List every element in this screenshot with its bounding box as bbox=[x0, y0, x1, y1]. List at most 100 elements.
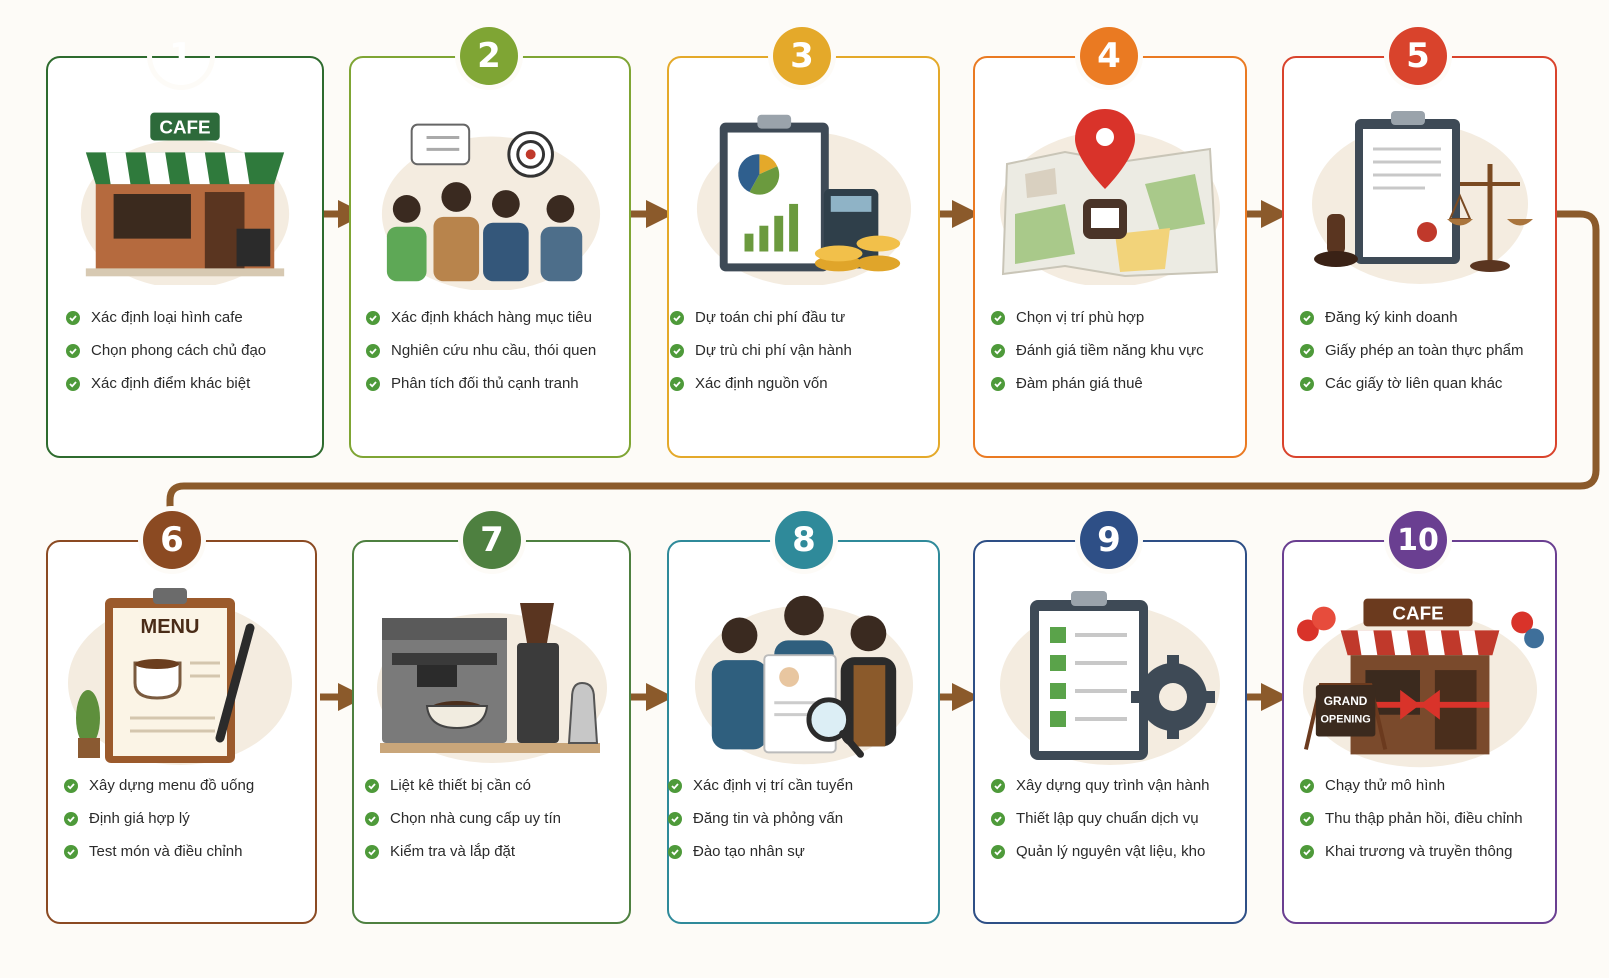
banner-line2-text: OPENING bbox=[1320, 714, 1370, 726]
menu-sign-text: MENU bbox=[141, 616, 200, 638]
list-item-text: Các giấy tờ liên quan khác bbox=[1325, 375, 1503, 392]
check-icon bbox=[670, 310, 684, 325]
list-item: Xây dựng menu đồ uống bbox=[64, 769, 254, 802]
menu-board-icon: MENU bbox=[60, 578, 300, 768]
legal-documents-icon bbox=[1305, 103, 1535, 285]
check-icon bbox=[66, 343, 80, 358]
step-2-items: Xác định khách hàng mục tiêu Nghiên cứu … bbox=[366, 301, 596, 400]
cafe-storefront-icon: CAFE bbox=[66, 103, 304, 285]
coffee-equipment-icon bbox=[370, 588, 614, 763]
check-icon bbox=[1300, 811, 1314, 826]
list-item: Xác định điểm khác biệt bbox=[66, 367, 266, 400]
list-item-text: Dự trù chi phí vận hành bbox=[695, 342, 852, 359]
list-item: Quản lý nguyên vật liệu, kho bbox=[991, 835, 1210, 868]
list-item-text: Thiết lập quy chuẩn dịch vụ bbox=[1016, 810, 1199, 827]
list-item-text: Xác định khách hàng mục tiêu bbox=[391, 309, 592, 326]
list-item: Chọn phong cách chủ đạo bbox=[66, 334, 266, 367]
budget-clipboard-icon bbox=[690, 103, 918, 285]
list-item: Đăng tin và phỏng vấn bbox=[668, 802, 853, 835]
step-5-items: Đăng ký kinh doanh Giấy phép an toàn thự… bbox=[1300, 301, 1524, 400]
list-item-text: Khai trương và truyền thông bbox=[1325, 843, 1513, 860]
list-item: Dự toán chi phí đầu tư bbox=[670, 301, 852, 334]
list-item-text: Liệt kê thiết bị cần có bbox=[390, 777, 531, 794]
list-item: Thiết lập quy chuẩn dịch vụ bbox=[991, 802, 1210, 835]
list-item-text: Quản lý nguyên vật liệu, kho bbox=[1016, 843, 1206, 860]
list-item: Khai trương và truyền thông bbox=[1300, 835, 1523, 868]
cafe-sign-text: CAFE bbox=[159, 117, 210, 138]
check-icon bbox=[668, 811, 682, 826]
step-8-items: Xác định vị trí cần tuyển Đăng tin và ph… bbox=[668, 769, 853, 868]
list-item-text: Nghiên cứu nhu cầu, thói quen bbox=[391, 342, 597, 359]
location-map-icon bbox=[995, 103, 1225, 285]
step-4-badge: 4 bbox=[1080, 27, 1138, 85]
check-icon bbox=[366, 310, 380, 325]
check-icon bbox=[991, 778, 1005, 793]
list-item: Thu thập phản hồi, điều chỉnh bbox=[1300, 802, 1523, 835]
list-item: Đào tạo nhân sự bbox=[668, 835, 853, 868]
operations-checklist-icon bbox=[995, 585, 1225, 770]
check-icon bbox=[991, 811, 1005, 826]
list-item-text: Đăng tin và phỏng vấn bbox=[693, 810, 844, 827]
list-item: Xác định nguồn vốn bbox=[670, 367, 852, 400]
check-icon bbox=[1300, 778, 1314, 793]
list-item-text: Xác định điểm khác biệt bbox=[91, 375, 251, 392]
banner-line1-text: GRAND bbox=[1324, 694, 1368, 708]
check-icon bbox=[365, 844, 379, 859]
step-8-badge: 8 bbox=[775, 511, 833, 569]
check-icon bbox=[66, 376, 80, 391]
list-item: Nghiên cứu nhu cầu, thói quen bbox=[366, 334, 596, 367]
list-item-text: Kiểm tra và lắp đặt bbox=[390, 843, 516, 860]
step-10-badge: 10 bbox=[1389, 511, 1447, 569]
step-7-items: Liệt kê thiết bị cần có Chọn nhà cung cấ… bbox=[365, 769, 561, 868]
recruitment-icon bbox=[690, 585, 918, 770]
check-icon bbox=[64, 844, 78, 859]
check-icon bbox=[66, 310, 80, 325]
check-icon bbox=[670, 343, 684, 358]
check-icon bbox=[365, 811, 379, 826]
step-2-badge: 2 bbox=[460, 27, 518, 85]
step-9-items: Xây dựng quy trình vận hành Thiết lập qu… bbox=[991, 769, 1210, 868]
check-icon bbox=[365, 778, 379, 793]
step-10-items: Chạy thử mô hình Thu thập phản hồi, điều… bbox=[1300, 769, 1523, 868]
row-connector-5-6 bbox=[166, 210, 1600, 516]
check-icon bbox=[991, 376, 1005, 391]
step-6-badge: 6 bbox=[143, 511, 201, 569]
check-icon bbox=[366, 376, 380, 391]
step-1-items: Xác định loại hình cafe Chọn phong cách … bbox=[66, 301, 266, 400]
list-item: Test món và điều chỉnh bbox=[64, 835, 254, 868]
list-item: Xác định vị trí cần tuyển bbox=[668, 769, 853, 802]
check-icon bbox=[1300, 376, 1314, 391]
check-icon bbox=[1300, 343, 1314, 358]
list-item-text: Xác định vị trí cần tuyển bbox=[693, 777, 854, 794]
list-item: Định giá hợp lý bbox=[64, 802, 254, 835]
list-item: Chạy thử mô hình bbox=[1300, 769, 1523, 802]
check-icon bbox=[991, 844, 1005, 859]
step-5-badge: 5 bbox=[1389, 27, 1447, 85]
opening-cafe-sign-text: CAFE bbox=[1392, 602, 1443, 623]
check-icon bbox=[64, 778, 78, 793]
check-icon bbox=[668, 844, 682, 859]
step-3-items: Dự toán chi phí đầu tư Dự trù chi phí vậ… bbox=[670, 301, 852, 400]
list-item-text: Test món và điều chỉnh bbox=[89, 843, 243, 860]
list-item: Xác định khách hàng mục tiêu bbox=[366, 301, 596, 334]
list-item: Giấy phép an toàn thực phẩm bbox=[1300, 334, 1524, 367]
list-item-text: Đàm phán giá thuê bbox=[1016, 375, 1143, 392]
check-icon bbox=[64, 811, 78, 826]
list-item-text: Đào tạo nhân sự bbox=[693, 843, 805, 860]
list-item-text: Đánh giá tiềm năng khu vực bbox=[1016, 342, 1204, 359]
check-icon bbox=[1300, 310, 1314, 325]
list-item: Xây dựng quy trình vận hành bbox=[991, 769, 1210, 802]
list-item-text: Chọn nhà cung cấp uy tín bbox=[390, 810, 561, 827]
list-item-text: Xác định loại hình cafe bbox=[91, 309, 243, 326]
list-item-text: Giấy phép an toàn thực phẩm bbox=[1325, 342, 1524, 359]
list-item-text: Chọn phong cách chủ đạo bbox=[91, 342, 267, 359]
step-1-badge: 1 bbox=[152, 27, 210, 85]
check-icon bbox=[668, 778, 682, 793]
step-3-badge: 3 bbox=[773, 27, 831, 85]
check-icon bbox=[1300, 844, 1314, 859]
step-9-badge: 9 bbox=[1080, 511, 1138, 569]
check-icon bbox=[991, 343, 1005, 358]
check-icon bbox=[366, 343, 380, 358]
list-item: Dự trù chi phí vận hành bbox=[670, 334, 852, 367]
